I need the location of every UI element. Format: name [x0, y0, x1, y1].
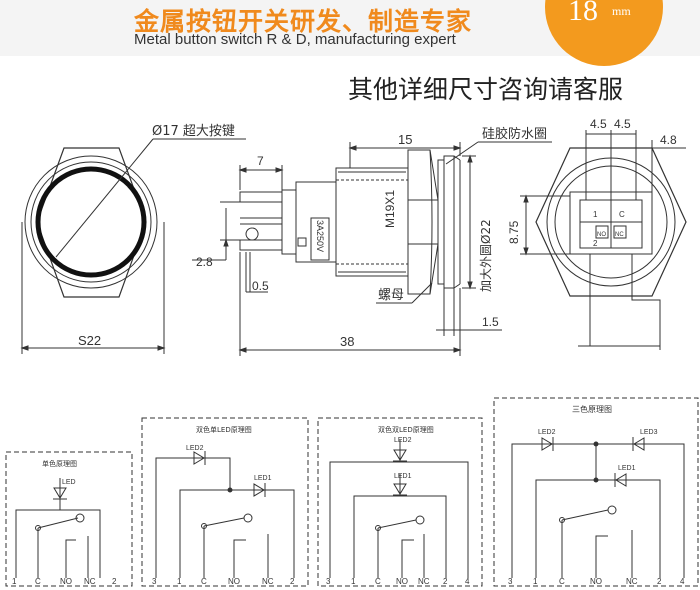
schematic-single-color — [5, 451, 133, 587]
outer-diameter-label: 加大外圆Ø22 — [479, 219, 493, 292]
schematic-3-title: 双色双LED原理图 — [378, 425, 434, 434]
schematic-1-terminal: NC — [84, 577, 96, 586]
schematic-3-terminal: C — [375, 577, 381, 586]
schematic-2-led: LED2 — [186, 445, 204, 452]
schematic-1-title: 单色原理图 — [42, 459, 77, 468]
schematic-4-terminal: NO — [590, 577, 602, 586]
dim-15-label: 15 — [398, 132, 412, 147]
schematic-4-terminal: NC — [626, 577, 638, 586]
schematic-3-terminal: 4 — [465, 577, 470, 586]
brand-title-en: Metal button switch R & D, manufacturing… — [134, 31, 456, 48]
schematic-3-led: LED2 — [394, 437, 412, 444]
schematic-4-title: 三色原理图 — [572, 404, 612, 414]
schematic-1-led: LED — [62, 479, 76, 486]
dim-7-label: 7 — [257, 154, 264, 168]
rating-label: 3A250V — [315, 220, 325, 252]
rear-dim-8-75: 8.75 — [507, 220, 521, 244]
schematic-2-terminal: C — [201, 577, 207, 586]
schematic-dual-double-led — [317, 417, 483, 587]
schematic-2-led: LED1 — [254, 475, 272, 482]
schematic-3-led: LED1 — [394, 473, 412, 480]
schematic-1-terminal: 2 — [112, 577, 117, 586]
schematic-4-led: LED2 — [538, 429, 556, 436]
brand-title-cn: 金属按钮开关研发、制造专家 — [134, 7, 473, 36]
rear-pin-no: NO — [597, 232, 606, 238]
dim-0-5-label: 0.5 — [252, 279, 269, 293]
schematic-2-terminal: NO — [228, 577, 240, 586]
dim-2-8-label: 2.8 — [196, 255, 213, 269]
schematic-4-led: LED1 — [618, 465, 636, 472]
rear-pin-1: 1 — [593, 210, 598, 219]
schematic-1-terminal: 1 — [12, 577, 17, 586]
schematic-3-terminal: 3 — [326, 577, 331, 586]
rear-view — [520, 130, 687, 350]
schematic-3-terminal: 1 — [351, 577, 356, 586]
dim-38-label: 38 — [340, 334, 354, 349]
gasket-label: 硅胶防水圈 — [482, 126, 547, 142]
schematic-2-terminal: 1 — [177, 577, 182, 586]
size-badge-value: 18 — [568, 0, 598, 27]
rear-dim-4-5-a: 4.5 — [590, 117, 607, 131]
schematic-2-terminal: 2 — [290, 577, 295, 586]
page-subtitle: 其他详细尺寸咨询请客服 — [348, 75, 624, 104]
schematic-1-terminal: NO — [60, 577, 72, 586]
schematic-2-terminal: 3 — [152, 577, 157, 586]
schematic-3-terminal: 2 — [443, 577, 448, 586]
dim-1-5-label: 1.5 — [482, 315, 499, 329]
schematic-3-terminal: NC — [418, 577, 430, 586]
schematic-4-terminal: 2 — [657, 577, 662, 586]
rear-dim-4-8: 4.8 — [660, 133, 677, 147]
schematic-4-led: LED3 — [640, 429, 658, 436]
rear-pin-c: C — [619, 210, 625, 219]
schematic-tri-color — [493, 397, 699, 587]
schematic-3-terminal: NO — [396, 577, 408, 586]
nut-label: 螺母 — [378, 288, 404, 303]
front-view — [20, 138, 246, 354]
rear-pin-2: 2 — [593, 239, 598, 248]
diameter-label: Ø17 超大按键 — [152, 124, 235, 139]
schematic-1-terminal: C — [35, 577, 41, 586]
size-badge-unit: mm — [612, 4, 631, 18]
schematic-4-terminal: 1 — [533, 577, 538, 586]
hex-size-label: S22 — [78, 333, 101, 348]
rear-pin-nc: NC — [615, 232, 624, 238]
side-view — [192, 141, 552, 356]
schematic-dual-single-led — [141, 417, 309, 587]
thread-label: M19X1 — [383, 190, 397, 228]
schematic-2-terminal: NC — [262, 577, 274, 586]
schematic-4-terminal: C — [559, 577, 565, 586]
schematic-4-terminal: 3 — [508, 577, 513, 586]
schematic-2-title: 双色单LED原理图 — [196, 425, 252, 434]
rear-dim-4-5-b: 4.5 — [614, 117, 631, 131]
schematic-4-terminal: 4 — [680, 577, 685, 586]
